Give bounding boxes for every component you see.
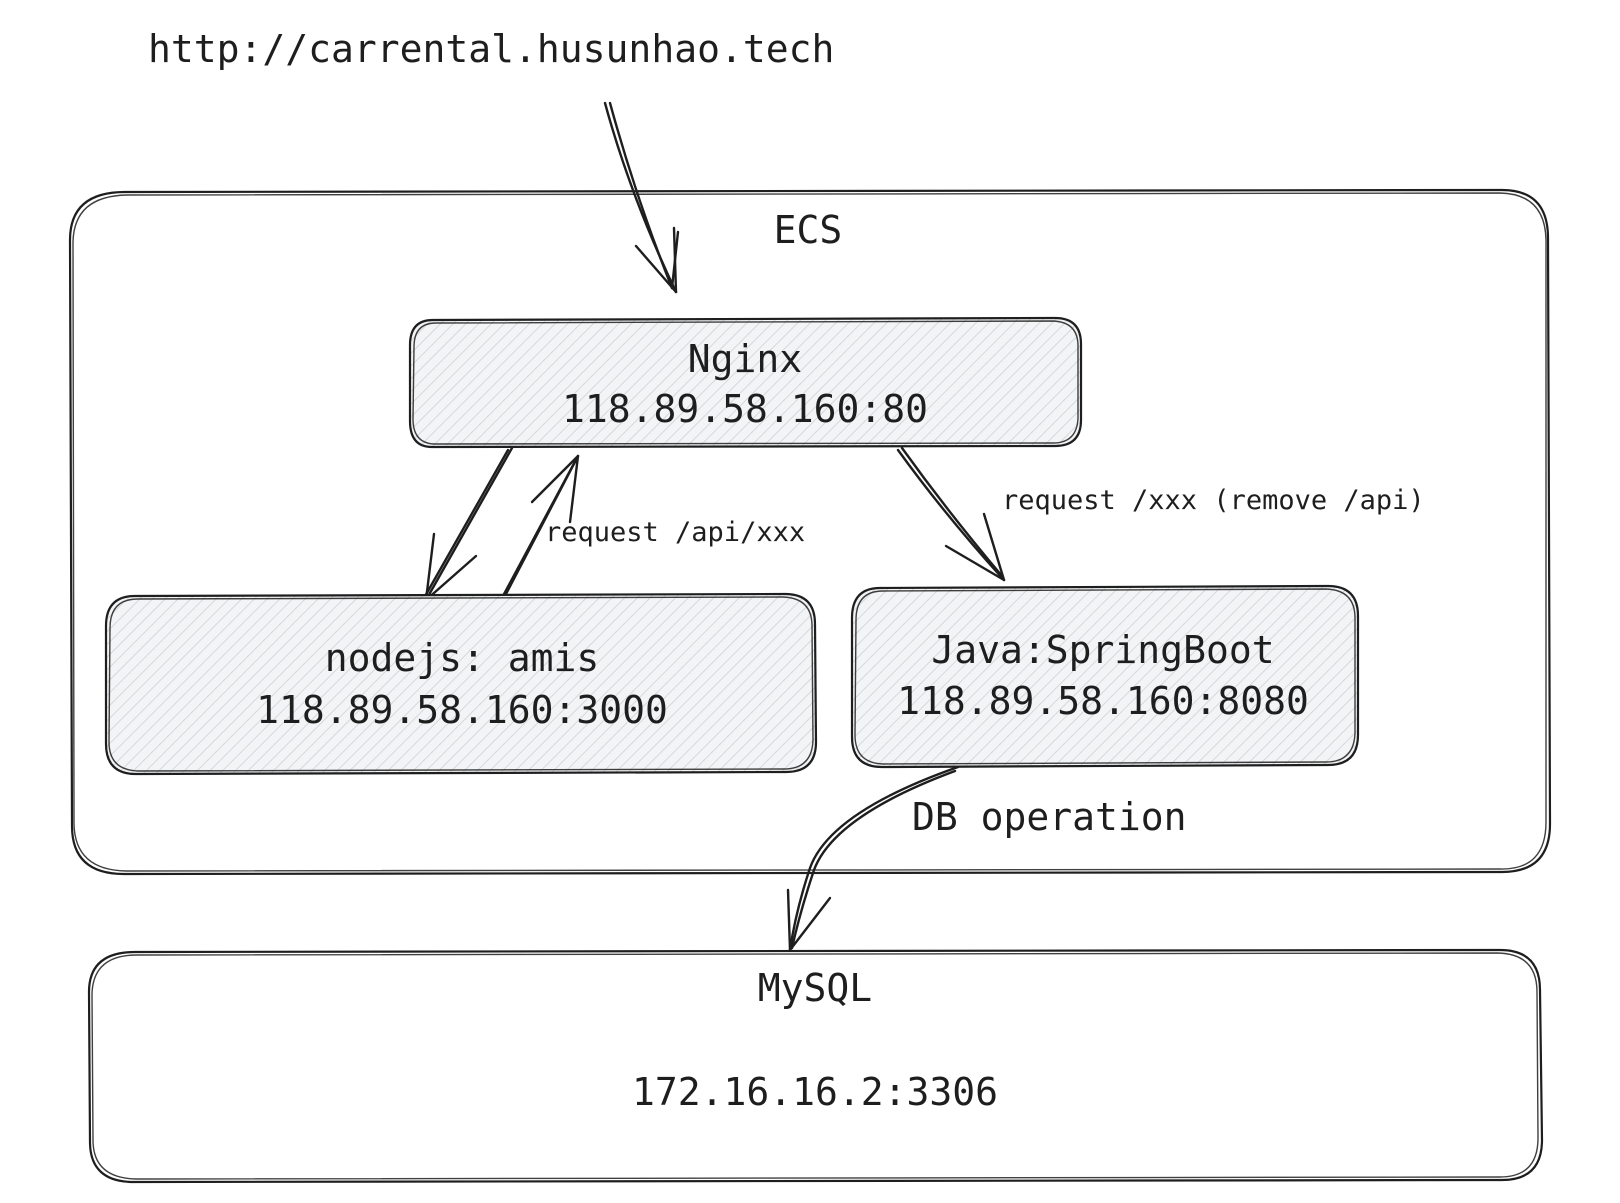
edge-label-java-to-mysql: DB operation: [912, 795, 1187, 839]
nginx-box: Nginx 118.89.58.160:80: [408, 316, 1083, 449]
java-box: Java:SpringBoot 118.89.58.160:8080: [850, 584, 1360, 769]
nginx-to-java-arrow: [896, 446, 1006, 582]
nginx-address: 118.89.58.160:80: [562, 387, 928, 431]
node-name: nodejs: amis: [325, 636, 600, 680]
mysql-name: MySQL: [758, 966, 872, 1010]
node-to-nginx-arrow: [501, 454, 580, 598]
node-address: 118.89.58.160:3000: [256, 688, 668, 732]
url-label: http://carrental.husunhao.tech: [148, 27, 834, 71]
url-to-nginx-arrow: [603, 101, 680, 294]
node-box: nodejs: amis 118.89.58.160:3000: [104, 592, 818, 776]
java-name: Java:SpringBoot: [931, 628, 1274, 672]
ecs-label: ECS: [774, 208, 843, 252]
edge-label-nginx-to-java: request /xxx (remove /api): [1002, 485, 1425, 516]
nginx-name: Nginx: [688, 337, 802, 381]
java-to-mysql-arrow: [786, 765, 960, 952]
nginx-to-node-arrow: [422, 446, 514, 602]
edge-label-node-to-nginx: request /api/xxx: [545, 517, 805, 548]
java-address: 118.89.58.160:8080: [897, 679, 1309, 723]
ecs-container: ECS: [68, 188, 1552, 876]
mysql-box: MySQL 172.16.16.2:3306: [87, 948, 1544, 1184]
mysql-address: 172.16.16.2:3306: [632, 1070, 998, 1114]
